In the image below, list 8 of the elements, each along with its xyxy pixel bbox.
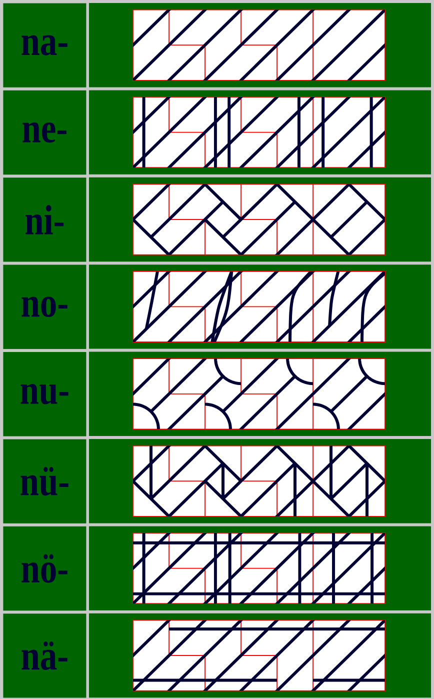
- syllable-cell: nö-: [3, 526, 86, 611]
- syllable-cell: nü-: [3, 439, 86, 524]
- syllable-cell: no-: [3, 264, 86, 349]
- syllable-cell: ne-: [3, 90, 86, 175]
- syllable-cell: nä-: [3, 614, 86, 698]
- syllable-cell: nu-: [3, 352, 86, 436]
- syllable-cell: na-: [3, 3, 86, 88]
- syllable-cell: ni-: [3, 178, 86, 262]
